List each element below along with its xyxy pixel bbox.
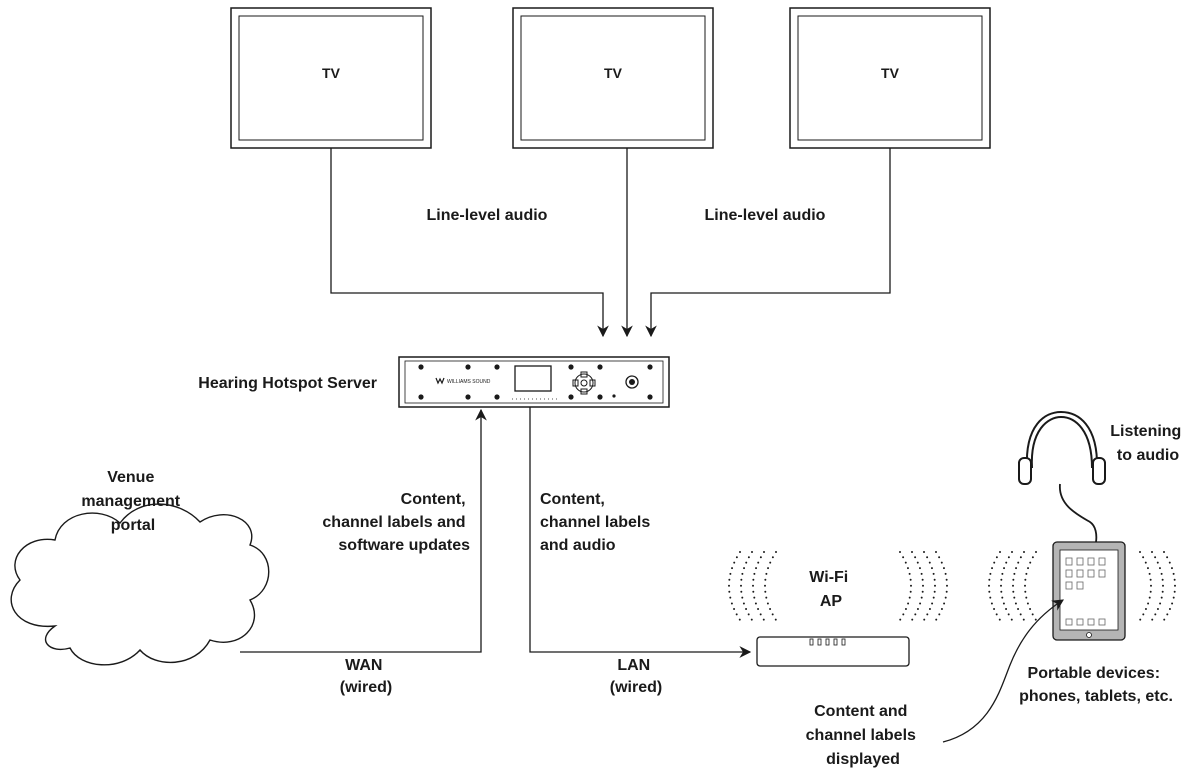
downlink-line-2: channel labels [540,514,650,531]
uplink-line-3: software updates [338,537,470,554]
portal-line-2: management [81,493,180,510]
uplink-line-2: channel labels and [322,514,465,531]
displayed-line-3: displayed [826,751,900,768]
uplink-label: Content, channel labels and software upd… [322,491,470,554]
uplink-line-1: Content, [401,491,466,508]
wifi-access-point [756,636,910,667]
ap-signal-left-icon [728,551,777,621]
ap-line-2: AP [820,593,843,610]
venue-portal-cloud [10,503,270,666]
headphones-icon [1018,410,1106,543]
downlink-line-3: and audio [540,537,616,554]
listening-line-1: Listening [1110,423,1181,440]
portal-line-1: Venue [107,469,154,486]
hearing-hotspot-server: WILLIAMS SOUND [398,356,670,408]
williams-sound-logo-icon: WILLIAMS SOUND [435,377,491,385]
tv-center: TV [512,7,714,149]
downlink-line-1: Content, [540,491,605,508]
displayed-label: Content and channel labels displayed [806,703,921,768]
dpad-icon [572,371,596,395]
server-display [514,365,552,392]
tv-left-label: TV [322,65,341,81]
audio-line-left [330,148,609,338]
displayed-line-2: channel labels [806,727,916,744]
ap-label: Wi-Fi AP [809,569,852,610]
lan-line-1: LAN [617,657,650,674]
displayed-line-1: Content and [814,703,907,720]
audio-label-right: Line-level audio [705,207,826,224]
lan-line [529,407,752,658]
device-signal-right-icon [1139,551,1176,621]
displayed-arrow [942,599,1064,743]
tablet-icon [1052,541,1126,641]
server-brand: WILLIAMS SOUND [447,379,491,385]
portal-label: Venue management portal [81,469,184,534]
wan-line [240,408,487,653]
tv-right: TV [789,7,991,149]
audio-label-left: Line-level audio [427,207,548,224]
tv-left: TV [230,7,432,149]
lan-line-2: (wired) [610,679,662,696]
tv-center-label: TV [604,65,623,81]
lan-label: LAN (wired) [610,657,662,696]
devices-line-2: phones, tablets, etc. [1019,688,1173,705]
wan-line-2: (wired) [340,679,392,696]
wan-line-1: WAN [345,657,382,674]
listening-label: Listening to audio [1110,423,1186,464]
ap-line-1: Wi-Fi [809,569,848,586]
power-knob-icon [625,375,639,389]
server-label: Hearing Hotspot Server [198,375,377,392]
listening-line-2: to audio [1117,447,1179,464]
wan-label: WAN (wired) [340,657,392,696]
downlink-label: Content, channel labels and audio [540,491,655,554]
audio-line-right [645,148,891,338]
portal-line-3: portal [111,517,155,534]
ap-signal-right-icon [899,551,948,621]
devices-line-1: Portable devices: [1028,665,1161,682]
device-signal-left-icon [988,551,1037,621]
tv-right-label: TV [881,65,900,81]
devices-label: Portable devices: phones, tablets, etc. [1019,665,1173,705]
